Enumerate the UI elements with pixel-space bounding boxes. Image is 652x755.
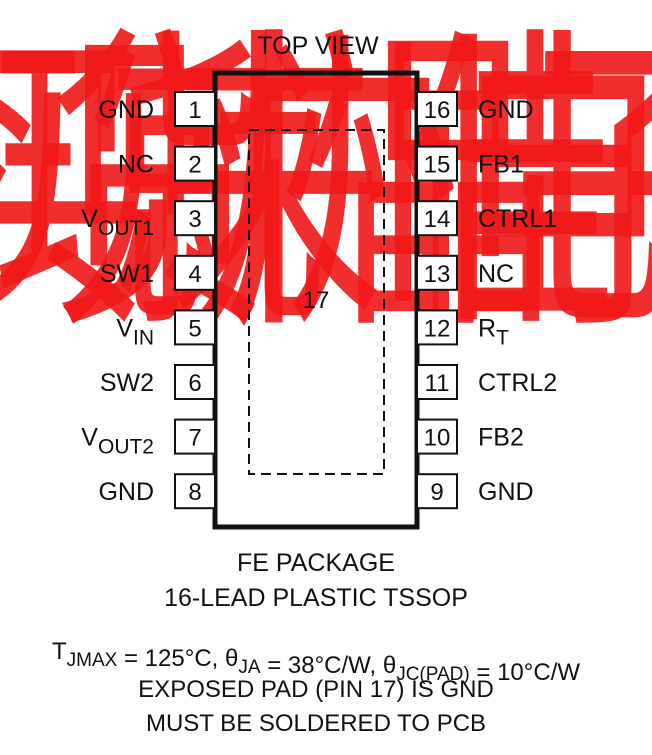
right-pin-number-15: 15 bbox=[424, 152, 451, 179]
right-pin-number-14: 14 bbox=[424, 206, 451, 233]
right-pin-label-13: NC bbox=[478, 260, 514, 288]
right-pin-number-16: 16 bbox=[424, 97, 451, 124]
left-pin-number-3: 3 bbox=[188, 206, 201, 233]
right-pin-box-15 bbox=[416, 145, 458, 182]
note-exposed-pad: EXPOSED PAD (PIN 17) IS GND bbox=[138, 676, 494, 703]
left-pin-box-3 bbox=[174, 200, 216, 237]
watermark-char: 子 bbox=[512, 2, 652, 373]
watermark-char: 广 bbox=[222, 2, 442, 373]
right-pin-label-9: GND bbox=[478, 478, 534, 506]
left-pin-number-6: 6 bbox=[188, 370, 201, 397]
left-pin-label-7: VOUT2 bbox=[81, 424, 154, 459]
watermark-char: 电 bbox=[454, 2, 652, 373]
right-pin-number-9: 9 bbox=[430, 479, 443, 506]
package-description: 16-LEAD PLASTIC TSSOP bbox=[164, 584, 468, 612]
left-pin-box-5 bbox=[174, 309, 216, 346]
right-pin-box-10 bbox=[416, 418, 458, 455]
left-pin-box-1 bbox=[174, 91, 216, 127]
left-pin-number-4: 4 bbox=[188, 261, 201, 288]
right-pin-box-16 bbox=[416, 91, 458, 127]
right-pin-box-13 bbox=[416, 254, 458, 291]
right-pin-label-16: GND bbox=[478, 96, 534, 124]
watermark-char: 货 bbox=[48, 2, 268, 373]
left-pin-label-3: VOUT1 bbox=[81, 205, 154, 240]
left-pin-box-8 bbox=[174, 473, 216, 510]
right-pin-label-15: FB1 bbox=[478, 151, 524, 179]
left-pin-label-4: SW1 bbox=[100, 260, 154, 288]
package-name: FE PACKAGE bbox=[237, 549, 395, 577]
note-solder: MUST BE SOLDERED TO PCB bbox=[146, 710, 486, 737]
right-pin-box-12 bbox=[416, 309, 458, 346]
right-pin-label-12: RT bbox=[478, 314, 509, 349]
right-pin-number-12: 12 bbox=[424, 315, 451, 342]
right-pin-label-14: CTRL1 bbox=[478, 205, 557, 233]
right-pin-label-10: FB2 bbox=[478, 424, 524, 452]
left-pin-number-5: 5 bbox=[188, 315, 201, 342]
right-pin-number-10: 10 bbox=[424, 425, 451, 452]
diagram-title: TOP VIEW bbox=[257, 32, 379, 60]
left-pin-label-6: SW2 bbox=[100, 369, 154, 397]
left-pin-box-2 bbox=[174, 145, 216, 182]
left-pin-number-2: 2 bbox=[188, 152, 201, 179]
right-pin-box-11 bbox=[416, 364, 458, 400]
thermal-specs: TJMAX = 125°C, θJA = 38°C/W, θJC(PAD) = … bbox=[52, 638, 580, 686]
left-pin-label-1: GND bbox=[98, 96, 154, 124]
left-pin-box-4 bbox=[174, 254, 216, 291]
right-pin-number-11: 11 bbox=[425, 370, 450, 397]
left-pin-label-5: VIN bbox=[116, 314, 154, 349]
right-pin-label-11: CTRL2 bbox=[478, 369, 557, 397]
exposed-pad-outline bbox=[248, 129, 385, 475]
left-pin-box-7 bbox=[174, 418, 216, 455]
right-pin-box-14 bbox=[416, 200, 458, 237]
left-pin-label-8: GND bbox=[98, 478, 154, 506]
left-pin-number-7: 7 bbox=[188, 425, 201, 452]
right-pin-number-13: 13 bbox=[424, 261, 451, 288]
left-pin-number-1: 1 bbox=[188, 97, 201, 124]
right-pin-box-9 bbox=[416, 473, 458, 510]
watermark-char: 买 bbox=[0, 2, 150, 373]
left-pin-box-6 bbox=[174, 364, 216, 400]
watermark-char: 州 bbox=[280, 2, 500, 373]
left-pin-number-8: 8 bbox=[188, 479, 201, 506]
exposed-pad-number: 17 bbox=[303, 287, 330, 314]
left-pin-label-2: NC bbox=[118, 151, 154, 179]
ic-body bbox=[212, 70, 420, 530]
